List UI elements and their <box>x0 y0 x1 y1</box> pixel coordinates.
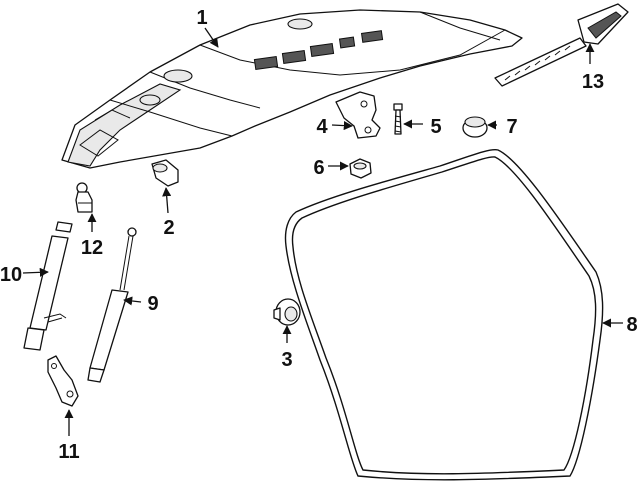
callout-6: 6 <box>313 157 324 179</box>
callout-12: 12 <box>81 237 103 259</box>
plug-cap <box>462 116 488 138</box>
callout-5: 5 <box>430 116 441 138</box>
hinge-bolt <box>393 103 403 135</box>
liftgate-panel <box>61 9 523 169</box>
callout-8: 8 <box>626 314 637 336</box>
weatherstrip-seal <box>284 149 604 481</box>
callout-11: 11 <box>58 441 79 463</box>
callout-4: 4 <box>316 116 328 138</box>
callout-13: 13 <box>582 71 604 93</box>
bumper-stop <box>151 159 179 187</box>
liftgate-pull-handle <box>494 3 629 87</box>
callout-9: 9 <box>147 293 158 315</box>
power-strut <box>23 221 73 351</box>
hinge-nut <box>349 158 372 179</box>
strut-bracket <box>47 355 79 407</box>
retaining-clip <box>273 298 301 326</box>
support-strut <box>87 227 137 383</box>
callout-labels: 1 2 3 4 5 6 7 8 9 10 11 12 13 <box>0 7 638 463</box>
callout-10: 10 <box>0 264 22 286</box>
callout-1: 1 <box>196 7 207 29</box>
liftgate-hinge <box>335 91 381 139</box>
callout-7: 7 <box>506 116 517 138</box>
ball-stud <box>75 182 93 213</box>
callout-3: 3 <box>281 349 292 371</box>
callout-2: 2 <box>163 217 174 239</box>
leader-lines <box>22 27 623 436</box>
